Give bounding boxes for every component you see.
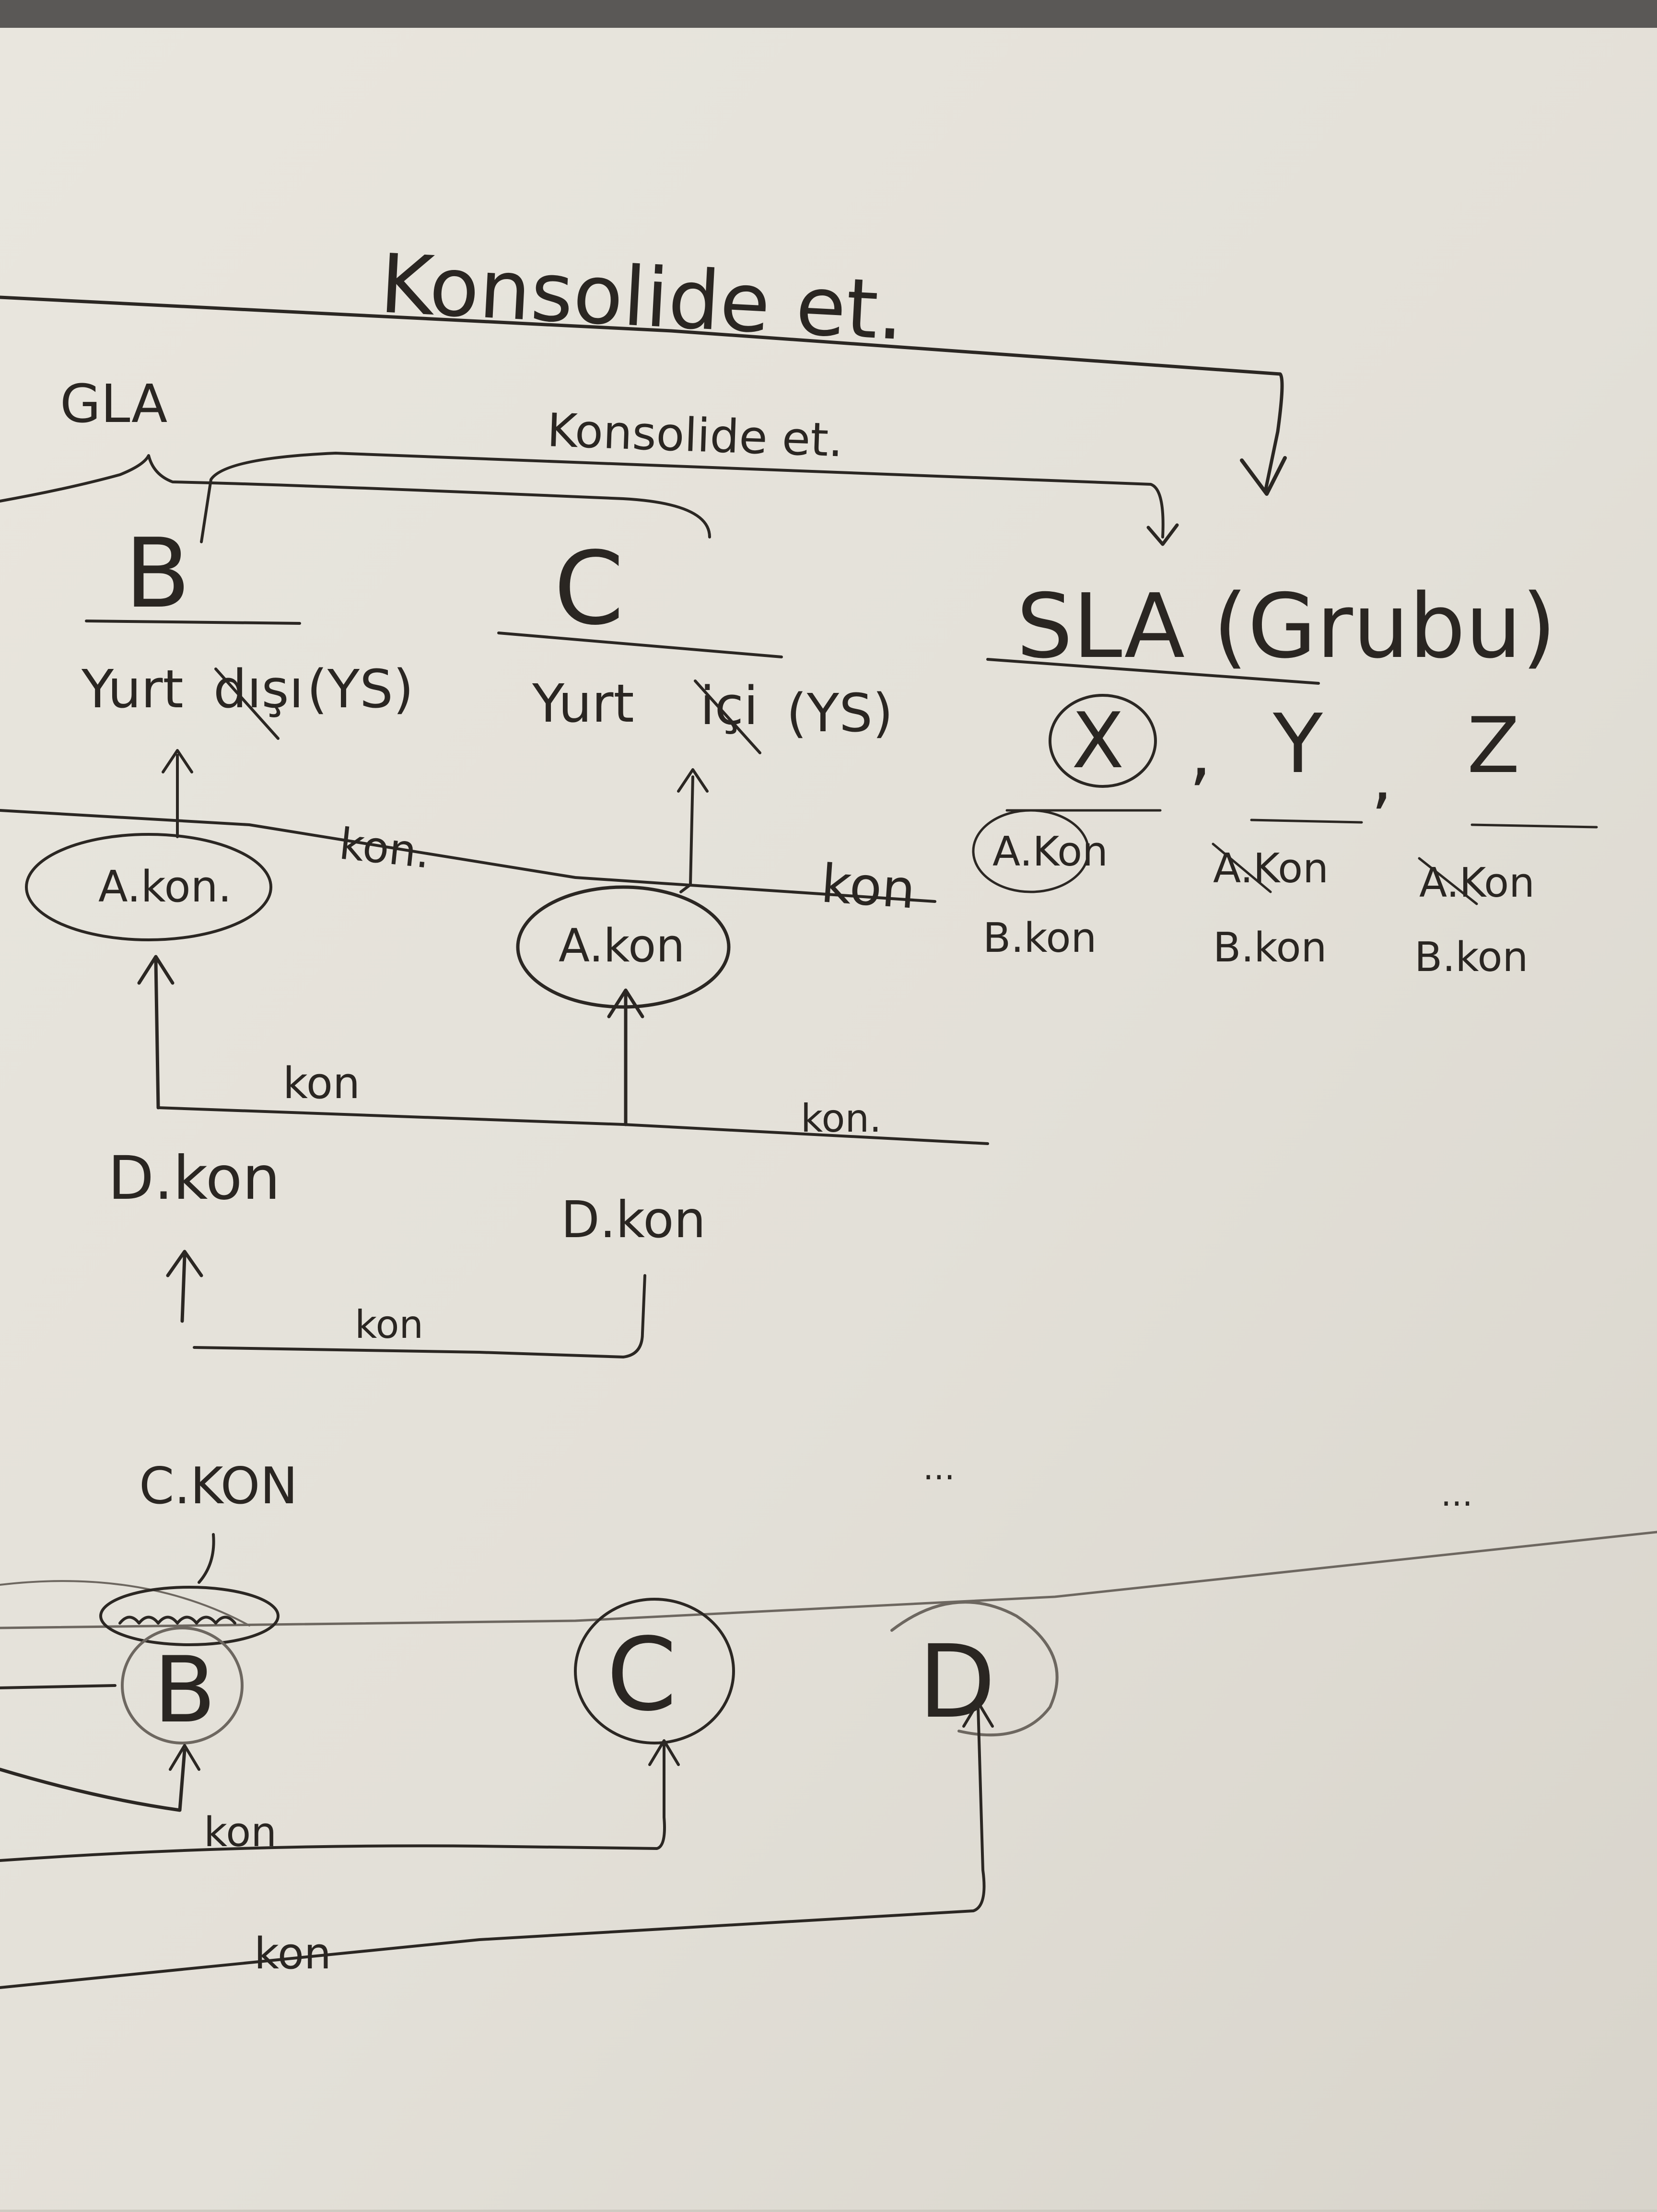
label-kon-3: kon: [283, 1058, 360, 1109]
arrow-up-icon-amid: [607, 988, 644, 1018]
bkon-z: B.kon: [1414, 934, 1528, 981]
dots-1: ...: [923, 1448, 955, 1487]
bracket-kon-d: [193, 1274, 646, 1358]
b-subtitle-yurt: Yurt: [81, 658, 184, 720]
line-kon-lower: [157, 1106, 989, 1145]
line-band: [0, 1531, 1657, 1629]
oval-akon-x: [972, 809, 1090, 893]
line-left-b: [0, 1684, 117, 1689]
strike-akon-z: [1418, 857, 1478, 905]
arrow-up-dkon-left: [180, 1254, 187, 1323]
circle-b2: [121, 1627, 244, 1744]
b-subtitle-disi: dışı: [213, 658, 303, 720]
akon-mid: A.kon: [559, 920, 685, 972]
ckon-pointer: [198, 1533, 215, 1584]
label-kon-6: kon: [204, 1809, 277, 1856]
scribble-fill: [118, 1615, 236, 1625]
circle-x: [1049, 694, 1157, 788]
strike-akon-y: [1212, 843, 1272, 893]
oval-akon-left: [25, 833, 272, 941]
line-kon-upper: [0, 809, 936, 903]
underline-y: [1250, 819, 1363, 824]
node-c2: C: [607, 1616, 677, 1733]
underline-sla: [986, 658, 1320, 685]
node-b: B: [125, 518, 190, 630]
circle-d2: [890, 1601, 1059, 1737]
sla-comma-1: ,: [1189, 711, 1212, 794]
node-c: C: [554, 530, 624, 647]
akon-x: A.Kon: [992, 828, 1108, 876]
strike-c-ici: [694, 679, 761, 754]
underline-c: [497, 632, 783, 658]
akon-y: A.Kon: [1213, 845, 1329, 892]
label-kon-5: kon: [355, 1302, 423, 1347]
c-subtitle-ys: (YS): [786, 682, 893, 744]
brace-gla: [0, 454, 711, 538]
sla-z: Z: [1467, 701, 1520, 790]
arrow-up-icon-d2: [962, 1701, 994, 1728]
arrow-up-icon-c: [677, 768, 709, 793]
underline-z: [1470, 823, 1598, 829]
c-subtitle-yurt: Yurt: [532, 673, 634, 734]
sla-y: Y: [1272, 697, 1323, 792]
bkon-y: B.kon: [1213, 924, 1327, 971]
arrow-up-icon-b2: [169, 1744, 200, 1771]
connector-konsolide-main: [0, 295, 1284, 491]
akon-z: A.Kon: [1419, 859, 1535, 907]
node-b2: B: [153, 1637, 216, 1743]
connector-konsolide-b-sla: [200, 452, 1165, 543]
oval-akon-mid: [516, 885, 731, 1009]
arrow-up-icon-c2: [648, 1739, 680, 1766]
arrow-up-icon-aleft: [137, 955, 175, 985]
label-kon-4: kon.: [801, 1096, 882, 1141]
arrow-into-d: [0, 1706, 986, 1989]
dkon-mid: D.kon: [561, 1191, 706, 1249]
ckon-label: C.KON: [139, 1457, 298, 1515]
circle-c2: [574, 1598, 735, 1744]
underline-b: [85, 620, 301, 625]
dkon-left: D.kon: [108, 1144, 280, 1213]
label-konsolide-small: Konsolide et.: [546, 403, 844, 467]
arrow-into-b: [0, 1748, 187, 1812]
line-band-2: [0, 1580, 250, 1627]
label-kon-7: kon: [254, 1929, 331, 1979]
oval-scribble: [99, 1586, 280, 1646]
label-kon-2: kon: [819, 853, 917, 920]
arrow-into-c: [0, 1744, 666, 1862]
label-kon-1: kon.: [337, 819, 433, 878]
bkon-x: B.kon: [983, 914, 1097, 962]
gla-label: GLA: [60, 373, 167, 434]
arrow-up-icon-dleft: [166, 1250, 203, 1277]
akon-left: A.kon.: [98, 862, 232, 912]
node-d2: D: [918, 1623, 996, 1741]
sla-x: X: [1072, 696, 1124, 785]
strike-b-disi: [214, 667, 280, 740]
b-subtitle-ys: (YS): [307, 658, 414, 720]
sla-comma-2: ,: [1371, 739, 1393, 817]
arrow-up-icon-b: [162, 749, 193, 773]
c-subtitle-ici: içi: [700, 675, 758, 737]
dots-2: ...: [1441, 1475, 1473, 1514]
arrow-down-icon: [1240, 456, 1287, 496]
arrow-down-icon-2: [1146, 523, 1179, 546]
arrow-d-to-a-left: [154, 960, 160, 1110]
sla-label: SLA (Grubu): [1016, 574, 1556, 678]
board-frame-top: [0, 0, 1657, 28]
